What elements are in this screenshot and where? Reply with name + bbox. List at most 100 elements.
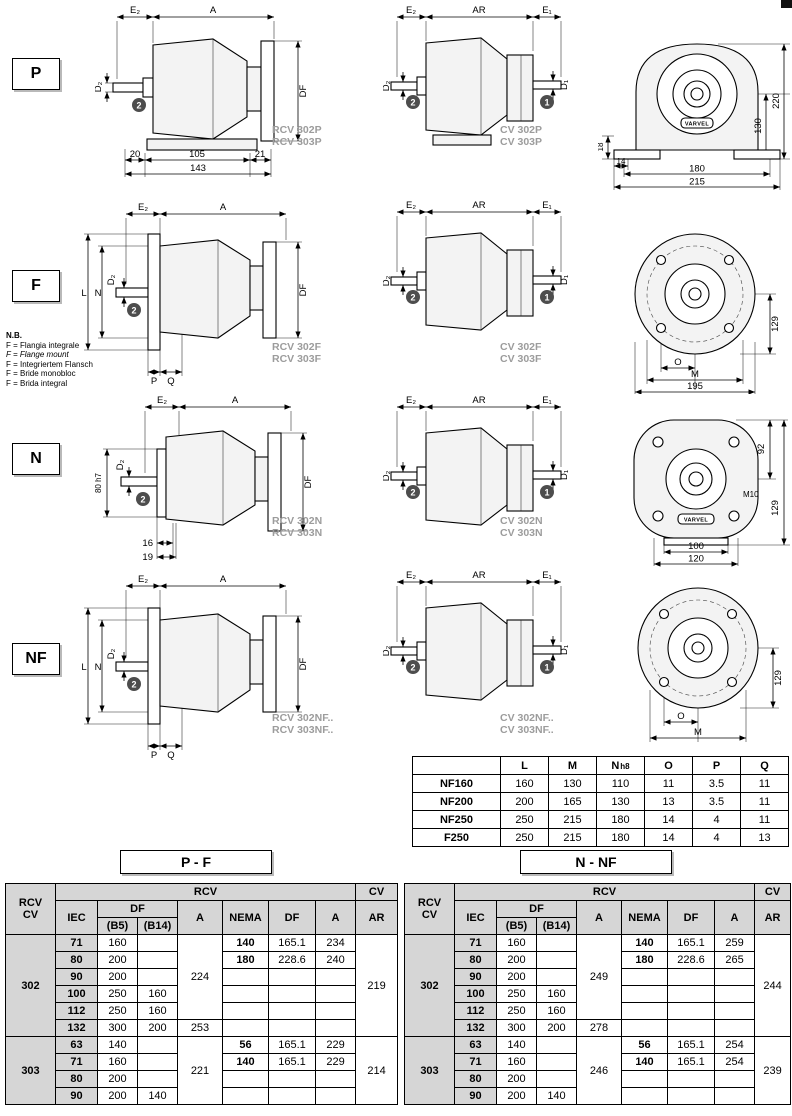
cell-a: 246 xyxy=(576,1036,622,1105)
col-header-df-nema: DF xyxy=(667,900,715,935)
gearbox-silhouette xyxy=(390,232,562,331)
cell-b14: 200 xyxy=(536,1019,577,1037)
cell-b14 xyxy=(536,1036,577,1054)
col-header-df: DF xyxy=(496,900,577,918)
dim-d2-label: D₂ xyxy=(383,275,392,286)
dim-d2-label: D₂ xyxy=(383,645,392,656)
cell-iec: 112 xyxy=(454,1002,497,1020)
cell-iec: 132 xyxy=(454,1019,497,1037)
cell: 4 xyxy=(692,828,741,847)
cell-b14: 140 xyxy=(137,1087,178,1105)
cell-b5: 200 xyxy=(496,1070,537,1088)
cell-ar: 214 xyxy=(355,1036,399,1105)
type-label-NF: NF xyxy=(12,643,60,675)
dim-l-label: L xyxy=(81,288,86,299)
cell: 160 xyxy=(500,774,549,793)
type-label-F: F xyxy=(12,270,60,302)
dim-a-label: A xyxy=(210,5,217,16)
cell-b14 xyxy=(536,1070,577,1088)
cell-iec: 112 xyxy=(55,1002,98,1020)
dim-130-label: 130 xyxy=(753,118,764,134)
col-header-b14: (B14) xyxy=(536,917,577,935)
dim-129-label: 129 xyxy=(770,316,781,332)
cell-nema xyxy=(621,1002,668,1020)
cell-b14: 160 xyxy=(137,985,178,1003)
cell-b14 xyxy=(536,934,577,952)
size-name: NF250 xyxy=(412,810,501,829)
cell-a-nema xyxy=(713,1019,756,1037)
cell-nema xyxy=(222,985,269,1003)
rcv-302f-side-drawing: 2 E₂ A L N D₂ DF P Q xyxy=(81,202,309,387)
cell-nema: 140 xyxy=(222,1053,269,1071)
cell-b5: 200 xyxy=(97,951,138,969)
note-line: F = Integriertem Flansch xyxy=(6,359,93,369)
table-row: 112 250 160 xyxy=(6,1002,398,1020)
output-shaft-badge-number: 1 xyxy=(544,98,549,108)
dim-e2-label: E₂ xyxy=(406,200,416,211)
model-caption: CV 302NF.. xyxy=(500,712,554,724)
dim-d2-label: D₂ xyxy=(106,274,117,285)
cell-iec: 90 xyxy=(454,1087,497,1105)
cell-a-nema xyxy=(314,1087,357,1105)
col-header-Q: Q xyxy=(740,756,789,775)
cell: 130 xyxy=(548,774,597,793)
dim-220-label: 220 xyxy=(771,93,782,109)
dim-120-label: 120 xyxy=(688,554,704,565)
size-name: NF200 xyxy=(412,792,501,811)
col-header-N-h8: Nh8 xyxy=(596,756,645,775)
cell-b5: 250 xyxy=(97,1002,138,1020)
dim-d2-label: D₂ xyxy=(383,80,392,91)
cell-b14 xyxy=(137,951,178,969)
input-shaft-badge-number: 2 xyxy=(410,488,415,498)
cell: 11 xyxy=(740,774,789,793)
dim-129-label: 129 xyxy=(770,500,781,516)
cell: 4 xyxy=(692,810,741,829)
table-row: 71 160 140 165.1 254 xyxy=(405,1053,791,1071)
cell-b5: 250 xyxy=(496,985,537,1003)
dim-ar-label: AR xyxy=(472,570,485,581)
cell-a: 278 xyxy=(576,1019,622,1037)
cell-b14: 200 xyxy=(137,1019,178,1037)
size-303: 303 xyxy=(404,1036,455,1105)
cell: 250 xyxy=(500,810,549,829)
dim-195-label: 195 xyxy=(687,381,703,392)
cell-b14 xyxy=(536,1053,577,1071)
cell-df xyxy=(667,1087,715,1105)
cell-iec: 80 xyxy=(55,1070,98,1088)
group-header-rcv: RCV xyxy=(54,883,357,901)
cell-iec: 71 xyxy=(55,934,98,952)
dim-m-label: M xyxy=(694,727,702,738)
dim-d1-label: D₁ xyxy=(559,275,570,285)
size-name: NF160 xyxy=(412,774,501,793)
model-caption: CV 303N xyxy=(500,527,543,539)
dim-ar-label: AR xyxy=(472,5,485,16)
cell-b5: 200 xyxy=(496,968,537,986)
dim-100-label: 100 xyxy=(688,541,704,552)
cv-302nf-side-drawing: 2 1 E₂ AR E₁ D₂ D₁ xyxy=(383,570,570,701)
table-row: 132 300 200 253 xyxy=(6,1019,398,1037)
cell-df: 165.1 xyxy=(268,934,316,952)
col-header-df: DF xyxy=(97,900,178,918)
dim-e1-label: E₁ xyxy=(542,200,552,211)
cell: 215 xyxy=(548,810,597,829)
dim-a-label: A xyxy=(232,395,239,406)
dim-df-label: DF xyxy=(303,475,314,488)
table-row: 302 71 160 224 140 165.1 234 219 xyxy=(5,934,399,1037)
size-302: 302 xyxy=(5,934,56,1037)
dim-e2-label: E₂ xyxy=(157,395,167,406)
cell-a-nema: 254 xyxy=(713,1036,756,1054)
cell-a-nema xyxy=(314,1002,357,1020)
cell-b5: 200 xyxy=(97,1070,138,1088)
cell: 13 xyxy=(644,792,693,811)
note-title: N.B. xyxy=(6,331,22,340)
note-line: F = Flangia integrale xyxy=(6,340,80,350)
model-caption: CV 303F xyxy=(500,353,542,365)
cell: 11 xyxy=(644,774,693,793)
cell-b14 xyxy=(137,1036,178,1054)
model-caption: RCV 303NF.. xyxy=(272,724,334,736)
col-header-b14: (B14) xyxy=(137,917,178,935)
table-row: 90 200 xyxy=(405,968,791,986)
cell-a-nema xyxy=(713,1087,756,1105)
f-front-view-drawing: 129 O M 195 xyxy=(634,233,781,394)
